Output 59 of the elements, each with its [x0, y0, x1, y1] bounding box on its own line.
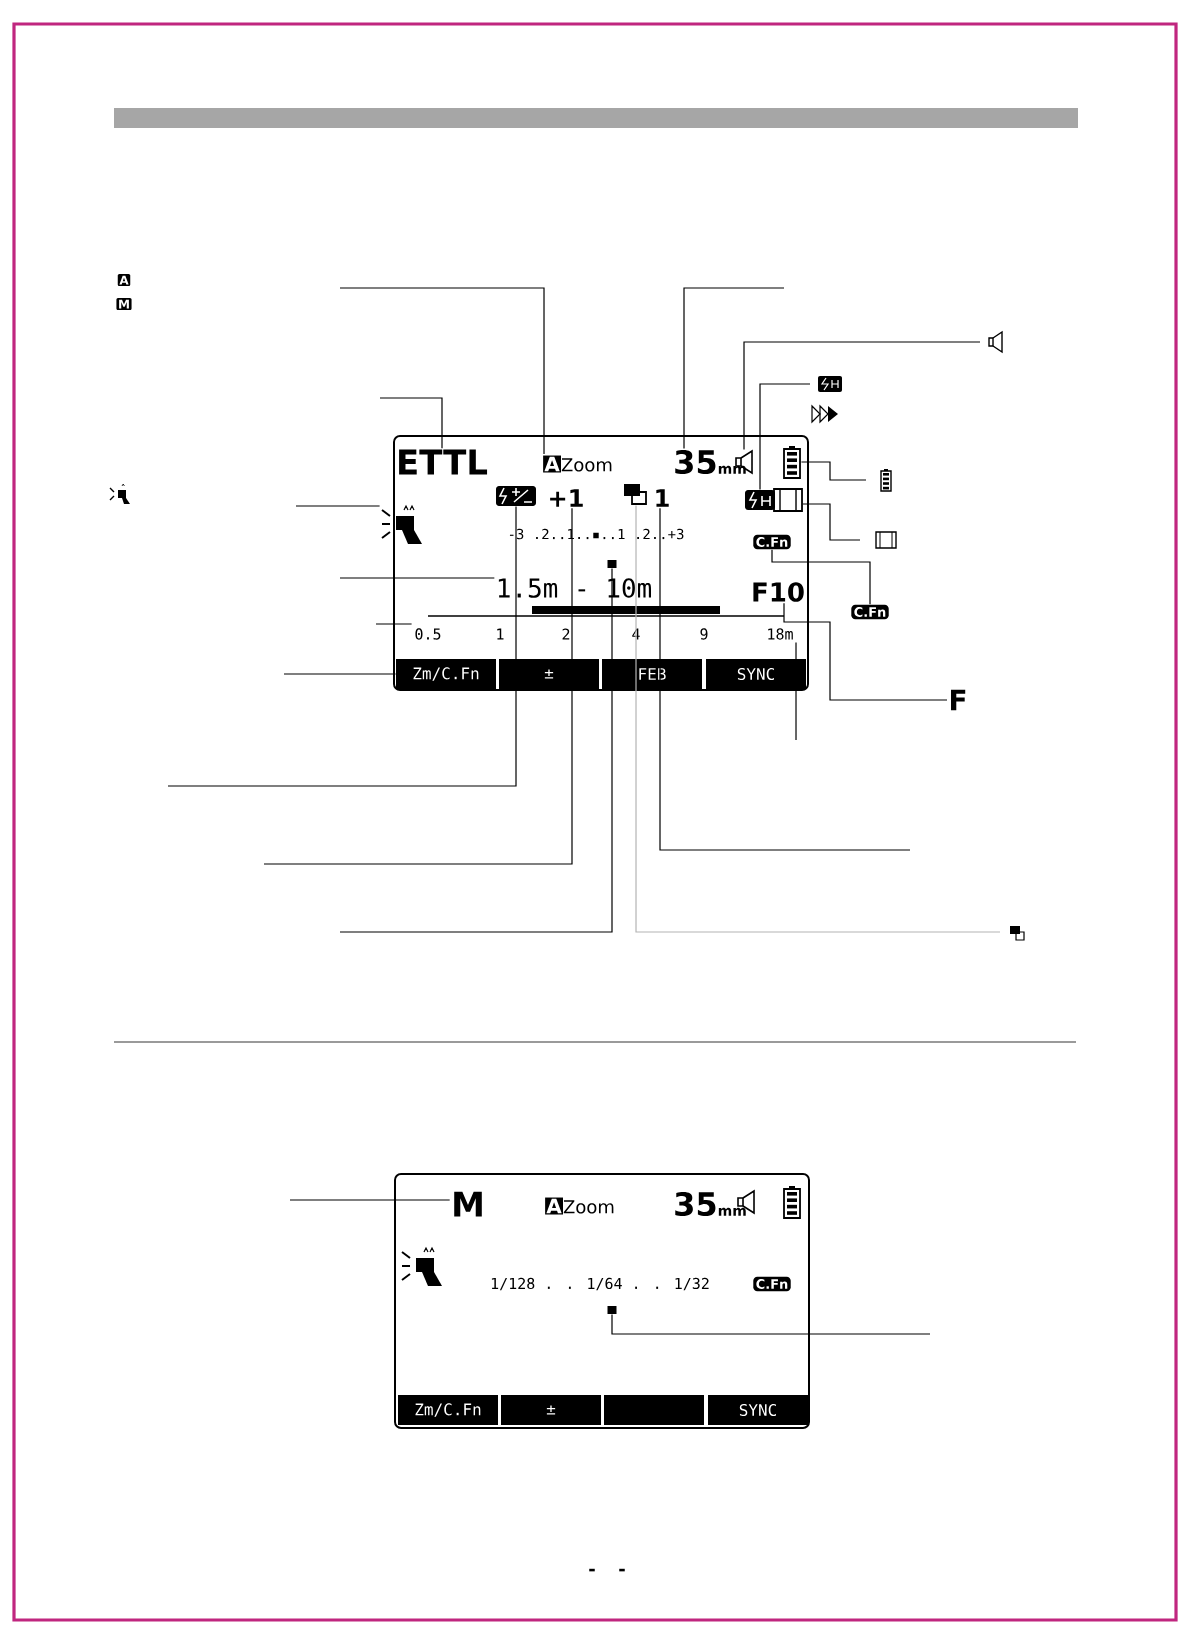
page-mark: - [619, 1568, 625, 1572]
value-text: +1 [550, 489, 583, 507]
node-label: SYNC [737, 667, 775, 681]
leader-line [339, 567, 613, 933]
leader-line [635, 504, 1001, 933]
leader-line [339, 577, 495, 579]
leader-line [802, 503, 861, 541]
indicator-mark [607, 560, 617, 568]
page-mark: - [589, 1568, 595, 1572]
leader-line [759, 383, 811, 491]
node-label: Zoom [561, 458, 612, 472]
flash-subject-icon [381, 504, 422, 544]
leader-line [339, 287, 545, 455]
soft-key: SYNC [706, 659, 806, 689]
leader-line [683, 287, 785, 450]
soft-key: ± [499, 659, 599, 689]
soft-key: Zm/C.Fn [396, 659, 496, 689]
range-bar [532, 606, 720, 614]
lcd-screen [393, 435, 809, 691]
battery-icon [783, 1186, 801, 1219]
frame-icon [773, 488, 803, 512]
leader-line [375, 623, 413, 625]
leader-line [379, 397, 443, 449]
lcd-screen [394, 1173, 810, 1429]
leader-line [283, 673, 397, 675]
node-label: Zoom [563, 1200, 614, 1214]
soft-key [604, 1395, 704, 1425]
mode-text: ETTL [399, 449, 488, 475]
soft-key: Zm/C.Fn [398, 1395, 498, 1425]
leader-line [800, 461, 867, 481]
leader-line [289, 1199, 451, 1201]
high-speed-sync-icon [745, 490, 775, 510]
mode-text: M [454, 1191, 482, 1217]
leader-line [659, 507, 911, 851]
soft-key: ± [501, 1395, 601, 1425]
value-text: 1 [656, 489, 669, 507]
leader-line [783, 602, 948, 701]
soft-key: FEB [602, 659, 702, 689]
zoom-indicator: AZoom [545, 1197, 614, 1215]
value-text: F10 [753, 582, 804, 602]
leader-line [263, 507, 573, 865]
node-label: ± [546, 1405, 556, 1415]
leader-line [771, 549, 871, 605]
battery-icon [783, 446, 801, 479]
soft-key: SYNC [708, 1395, 808, 1425]
node-label: SYNC [739, 1403, 777, 1417]
label-text: F [951, 689, 966, 711]
flash-subject-icon [401, 1246, 442, 1286]
leader-line [167, 505, 517, 787]
leader-line [743, 341, 981, 451]
zoom-indicator: AZoom [543, 455, 612, 473]
leader-line [295, 505, 381, 507]
indicator-mark [607, 1306, 617, 1314]
bracketing-icon [624, 484, 647, 505]
leader-line [611, 1313, 931, 1335]
node-label: Zm/C.Fn [415, 1403, 481, 1417]
leader-line [795, 641, 797, 741]
flash-compensation-icon [496, 486, 536, 506]
node-label: Zm/C.Fn [413, 667, 479, 681]
